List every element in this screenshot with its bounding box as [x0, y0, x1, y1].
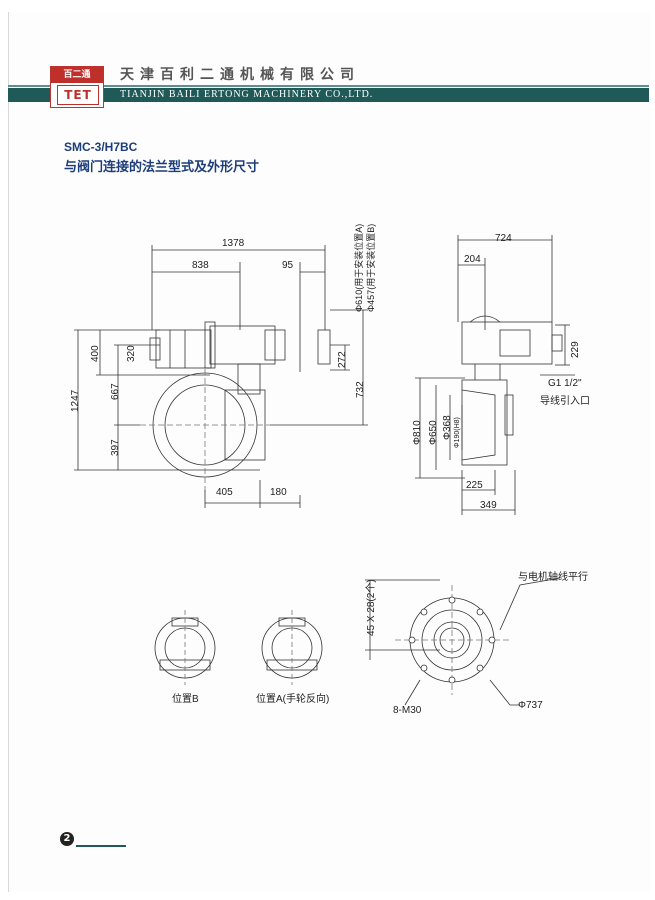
logo-top-text: 百二通: [51, 67, 103, 83]
dim-667: 667: [110, 383, 121, 400]
motor-body: [155, 329, 212, 369]
dim-400: 400: [90, 345, 101, 362]
company-name-en: TIANJIN BAILI ERTONG MACHINERY CO.,LTD.: [120, 89, 374, 100]
dim-810: Φ810: [412, 420, 423, 445]
footer-line: [76, 845, 126, 847]
diameter-label: Φ737: [518, 700, 543, 711]
dim-732: 732: [355, 381, 366, 398]
handwheel-b-label: Φ457(用于安装位置B): [366, 223, 376, 312]
side-actuator-body: [461, 321, 553, 365]
position-a-label: 位置A(手轮反向): [256, 694, 330, 705]
motor-parallel-label: 与电机轴线平行: [518, 572, 588, 583]
side-worm-body: [461, 379, 508, 466]
dim-204: 204: [464, 254, 481, 265]
dim-320: 320: [126, 345, 137, 362]
dim-650: Φ650: [428, 420, 439, 445]
dim-349: 349: [480, 500, 497, 511]
dim-225: 225: [466, 480, 483, 491]
dim-180: 180: [270, 487, 287, 498]
cable-thread: G1 1/2": [548, 378, 582, 389]
cable-entry-label: 导线引入口: [540, 396, 590, 407]
motor-end-cap: [149, 337, 161, 361]
dim-397: 397: [110, 439, 121, 456]
drawing-subtitle: 与阀门连接的法兰型式及外形尺寸: [64, 160, 260, 175]
dim-368: Φ368: [442, 415, 453, 440]
bolts-label: 8-M30: [393, 705, 422, 716]
dim-229: 229: [570, 341, 581, 358]
dim-272: 272: [337, 351, 348, 368]
header-band: [8, 88, 649, 102]
company-logo: 百二通 TET: [50, 66, 104, 108]
position-b-label: 位置B: [172, 694, 199, 705]
dim-1247: 1247: [70, 389, 81, 412]
dim-405: 405: [216, 487, 233, 498]
dim-95: 95: [282, 260, 294, 271]
header-stripe: [8, 85, 649, 87]
dim-1378: 1378: [222, 238, 245, 249]
page-number: 2: [60, 832, 74, 846]
keyway-label: 45 X 28(2个): [366, 579, 377, 636]
model-title: SMC-3/H7BC: [64, 140, 138, 154]
dim-838: 838: [192, 260, 209, 271]
company-name-cn: 天津百利二通机械有限公司: [120, 67, 360, 83]
dim-190: Φ190(H8): [454, 417, 461, 448]
page-sheet: [8, 12, 650, 892]
dim-724: 724: [495, 233, 512, 244]
logo-bottom-text: TET: [57, 85, 99, 105]
